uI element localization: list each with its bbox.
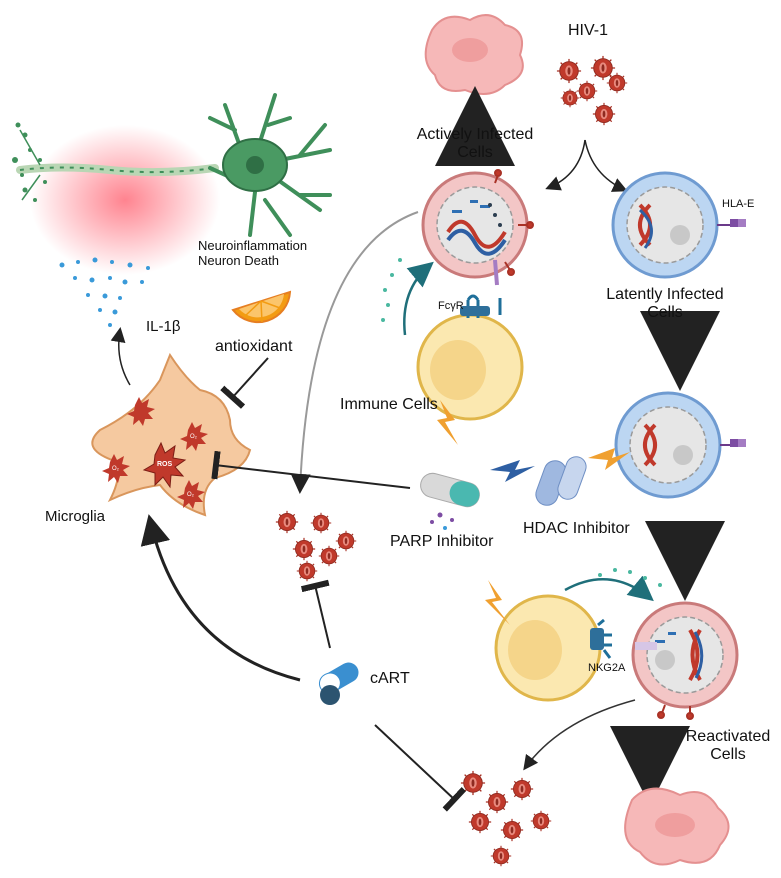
virus-icon <box>468 810 492 834</box>
hdac-inhibitor-pill-icon <box>535 456 587 506</box>
virus-icon <box>310 512 332 534</box>
actively-infected-cell <box>421 169 534 279</box>
neuroinflammation-label: Neuroinflammation Neuron Death <box>198 238 307 268</box>
arrow-immune-top-curve <box>403 261 434 336</box>
immune-cell-bottom <box>494 594 612 702</box>
arrow-hiv-to-active <box>545 139 586 191</box>
microglia-cell: ROS O₂ O₂ O₂ <box>91 352 252 517</box>
svg-text:O₂: O₂ <box>187 492 195 498</box>
virions-bottom <box>460 770 552 867</box>
virus-icon <box>592 102 616 126</box>
nkg2a-label: NKG2A <box>588 662 626 674</box>
ros-burst-icon: ROS <box>142 441 187 489</box>
lightning-icon <box>588 448 630 470</box>
arrow-reactivated-to-virions <box>523 699 636 771</box>
neuron-group <box>12 93 332 275</box>
superoxide-icon: O₂ <box>180 422 208 451</box>
neuron-death-text: Neuron Death <box>198 253 279 268</box>
arrow-hiv-to-latent <box>584 139 628 192</box>
latently-infected-line2: Cells <box>647 304 683 321</box>
hdac-inhibitor-label: HDAC Inhibitor <box>523 520 630 537</box>
cart-pill-icon <box>318 662 359 705</box>
superoxide-icon: O₂ <box>177 480 205 509</box>
neuron-axon <box>16 163 219 177</box>
parp-inhibitor-label: PARP Inhibitor <box>390 533 494 550</box>
cytotoxic-granules <box>381 258 662 587</box>
virus-icon <box>530 810 552 832</box>
lightning-icon <box>485 580 510 625</box>
inhibit-cart-bottom-virions <box>374 724 467 812</box>
hla-e-receptor <box>717 219 746 227</box>
latently-infected-cell <box>611 171 746 279</box>
lightning-icon <box>437 400 458 445</box>
virus-icon <box>500 818 524 842</box>
hiv1-virions-top <box>556 55 628 126</box>
il1b-label: IL-1β <box>146 318 181 335</box>
arrow-cart-to-microglia <box>140 514 301 682</box>
virus-icon <box>490 845 512 867</box>
reactivated-line1: Reactivated <box>685 728 771 745</box>
virions-center <box>275 510 357 582</box>
superoxide-icon <box>127 397 155 426</box>
hiv1-label: HIV-1 <box>568 22 609 39</box>
lightning-icon <box>490 460 535 482</box>
actively-infected-line1: Actively Infected <box>416 126 534 143</box>
arrow-immune-bottom-curve <box>564 575 654 602</box>
virus-icon <box>292 537 316 561</box>
arrow-microglia-to-il1b <box>110 327 131 386</box>
svg-text:O₂: O₂ <box>190 434 198 440</box>
neuroinflammation-text: Neuroinflammation <box>198 238 308 253</box>
virus-icon <box>318 545 340 567</box>
antioxidant-label: antioxidant <box>215 338 293 355</box>
virus-icon <box>485 790 509 814</box>
inhibit-parp-microglia <box>211 450 411 489</box>
virus-icon <box>590 55 616 81</box>
reactivated-line2: Cells <box>710 746 746 763</box>
inhibit-antioxidant-microglia <box>220 357 269 409</box>
virus-icon <box>510 777 534 801</box>
fcgr-label: FcγR <box>438 300 464 312</box>
parp-inhibitor-pill-icon <box>420 472 480 508</box>
parp-dots <box>430 512 454 530</box>
superoxide-icon: O₂ <box>102 454 130 483</box>
virus-icon <box>460 770 486 796</box>
inflammation-glow <box>30 125 220 275</box>
virus-icon <box>556 58 582 84</box>
inhibit-cart-virions <box>300 579 331 649</box>
arrow-active-to-virions <box>290 211 419 494</box>
hla-e-label: HLA-E <box>722 198 755 210</box>
virus-icon <box>576 80 598 102</box>
virus-icon <box>335 530 357 552</box>
actively-infected-line2: Cells <box>457 144 493 161</box>
virus-icon <box>296 560 318 582</box>
reactivated-cell <box>631 601 739 720</box>
virus-icon <box>275 510 299 534</box>
microglia-label: Microglia <box>45 508 106 525</box>
orange-slice-icon <box>231 290 292 324</box>
actively-infected-label: Actively Infected Cells <box>405 126 545 162</box>
il1b-particles <box>59 257 150 327</box>
immune-cells-label: Immune Cells <box>340 396 438 413</box>
reactivated-label: Reactivated Cells <box>678 728 778 764</box>
svg-text:O₂: O₂ <box>112 466 120 472</box>
latent-cell-2 <box>614 391 746 499</box>
latently-infected-line1: Latently Infected <box>606 286 724 303</box>
ros-label: ROS <box>157 461 173 468</box>
virus-icon <box>560 88 580 108</box>
latently-infected-label: Latently Infected Cells <box>595 286 735 322</box>
virus-icon <box>606 72 628 94</box>
cart-label: cART <box>370 670 410 687</box>
immune-cell-top <box>416 259 524 421</box>
